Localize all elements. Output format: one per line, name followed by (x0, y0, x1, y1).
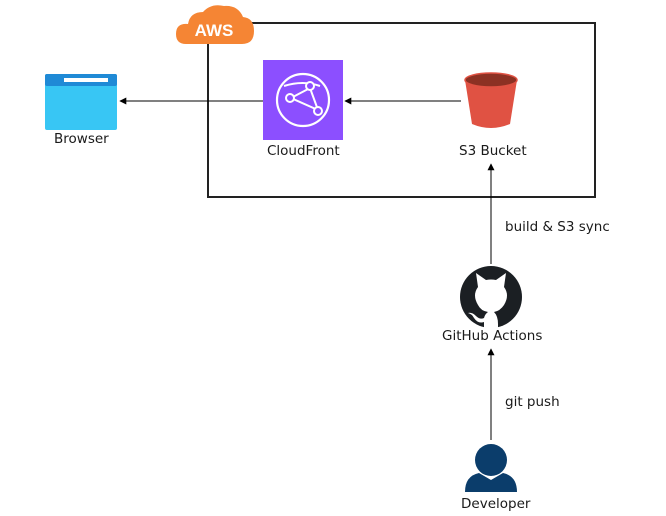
s3-bucket-label: S3 Bucket (459, 143, 527, 159)
cloudfront-label: CloudFront (267, 143, 340, 159)
aws-group-boundary (207, 22, 596, 198)
github-actions-label: GitHub Actions (442, 328, 543, 344)
developer-label: Developer (461, 496, 531, 512)
user-icon (465, 444, 517, 492)
edge-label-git-push: git push (505, 394, 560, 410)
aws-badge-text: AWS (195, 21, 234, 40)
edge-label-build-sync: build & S3 sync (505, 219, 610, 235)
cloudfront-icon (263, 60, 343, 140)
s3-bucket-icon (464, 72, 518, 128)
browser-window-icon (45, 74, 117, 130)
browser-label: Browser (54, 131, 109, 147)
aws-cloud-icon: AWS (176, 5, 254, 44)
github-octocat-icon (460, 266, 522, 328)
